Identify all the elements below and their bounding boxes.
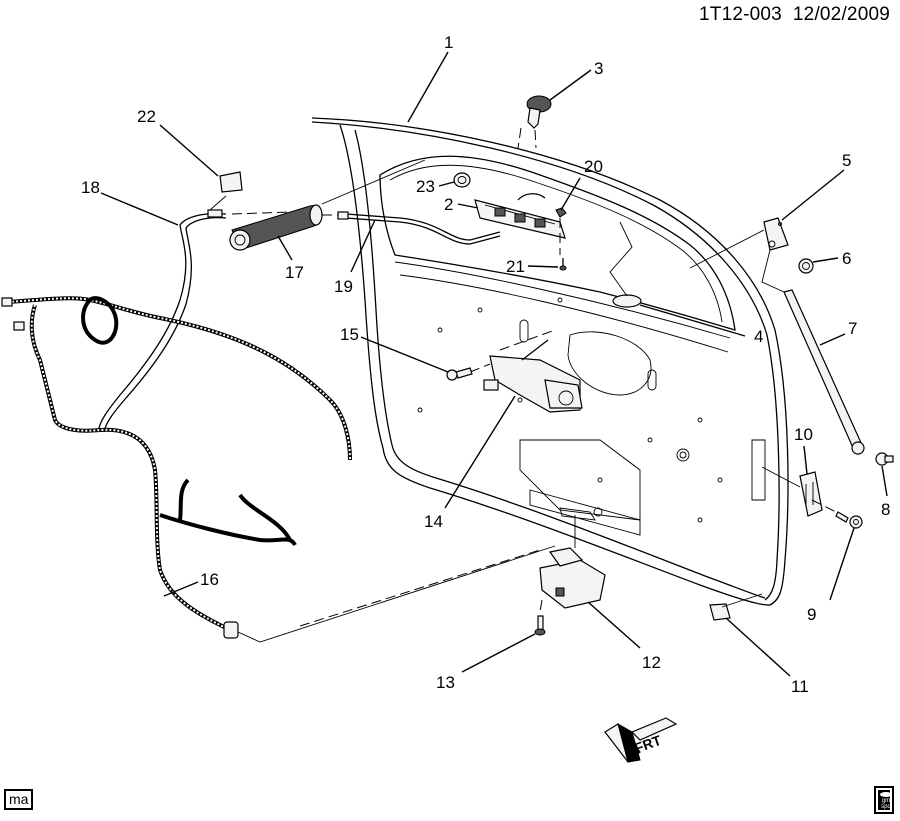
callout-23: 23 bbox=[416, 177, 435, 196]
callout-10: 10 bbox=[794, 425, 813, 444]
callout-3: 3 bbox=[594, 59, 603, 78]
callout-2: 2 bbox=[444, 195, 453, 214]
part-22-tape bbox=[209, 171, 243, 211]
part-23-plug bbox=[453, 172, 471, 188]
part-6-nut bbox=[798, 258, 814, 274]
callout-14: 14 bbox=[424, 512, 443, 531]
callout-12: 12 bbox=[642, 653, 661, 672]
drawing-date: 12/02/2009 bbox=[792, 4, 890, 25]
part-5-bracket bbox=[689, 217, 789, 293]
part-7-gas-strut bbox=[783, 289, 865, 455]
part-13-bolt bbox=[534, 599, 546, 636]
part-20-nut bbox=[555, 207, 567, 255]
part-11-cap bbox=[709, 593, 763, 621]
callout-20: 20 bbox=[584, 157, 603, 176]
front-orientation-arrow: FRT bbox=[604, 717, 678, 763]
callout-22: 22 bbox=[137, 107, 156, 126]
part-3-washer-nozzle bbox=[517, 95, 552, 149]
drawing-number: 1T12-003 bbox=[699, 4, 782, 25]
part-18-washer-hose bbox=[97, 209, 227, 433]
callout-6: 6 bbox=[842, 249, 851, 268]
part-9-bolt bbox=[811, 499, 863, 529]
drawing-header: 1T12-003 12/02/2009 bbox=[699, 4, 890, 26]
part-17-grommet bbox=[229, 159, 426, 251]
callout-11: 11 bbox=[791, 677, 809, 696]
callout-21: 21 bbox=[506, 257, 525, 276]
liftgate-panel bbox=[311, 117, 789, 606]
callouts: 1 2 3 4 5 6 7 8 9 10 11 12 13 14 15 16 1 bbox=[81, 33, 890, 696]
callout-18: 18 bbox=[81, 178, 100, 197]
part-16-wiring-harness bbox=[1, 296, 556, 643]
callout-5: 5 bbox=[842, 151, 851, 170]
callout-4: 4 bbox=[754, 327, 763, 346]
part-21-screw bbox=[559, 258, 567, 271]
callout-1: 1 bbox=[444, 33, 453, 52]
part-4-bumper bbox=[609, 221, 642, 308]
part-10-striker-plate bbox=[761, 466, 823, 517]
illustration-tag: ma bbox=[4, 789, 34, 810]
part-2-lamp-assembly bbox=[474, 193, 566, 239]
part-19-hose bbox=[337, 211, 501, 245]
part-14-wiper-motor bbox=[483, 329, 583, 413]
callout-13: 13 bbox=[436, 673, 455, 692]
callout-7: 7 bbox=[848, 319, 857, 338]
callout-15: 15 bbox=[340, 325, 359, 344]
part-12-latch bbox=[539, 515, 606, 609]
callout-19: 19 bbox=[334, 277, 353, 296]
callout-17: 17 bbox=[285, 263, 304, 282]
callout-16: 16 bbox=[200, 570, 219, 589]
part-8-ball-stud bbox=[875, 452, 894, 466]
callout-8: 8 bbox=[881, 500, 890, 519]
part-15-bolt bbox=[446, 363, 491, 381]
callout-9: 9 bbox=[807, 605, 816, 624]
